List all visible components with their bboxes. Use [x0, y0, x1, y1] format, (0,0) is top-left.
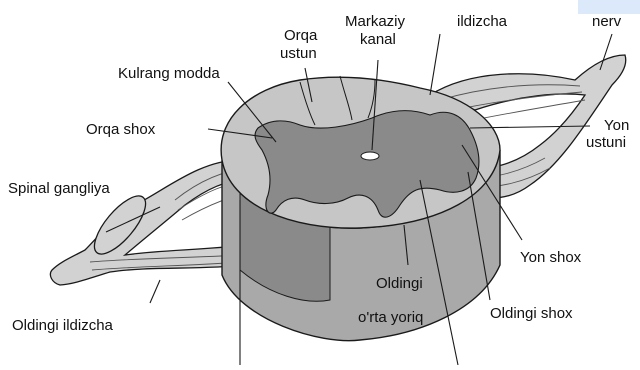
label-yon-shox: Yon shox	[520, 249, 582, 266]
label-kulrang-modda: Kulrang modda	[118, 65, 220, 82]
left-spinal-nerve	[50, 160, 245, 285]
label-ustun: ustun	[280, 45, 317, 62]
label-orta-yoriq: o'rta yoriq	[358, 309, 423, 326]
label-oldingi-ildizcha: Oldingi ildizcha	[12, 317, 114, 334]
label-nerv: nerv	[592, 13, 622, 30]
label-markaziy: Markaziy	[345, 13, 406, 30]
label-yon: Yon	[604, 117, 629, 134]
label-ildizcha: ildizcha	[457, 13, 508, 30]
label-spinal-gangliya: Spinal gangliya	[8, 180, 110, 197]
label-oldingi: Oldingi	[376, 275, 423, 292]
label-oldingi-shox: Oldingi shox	[490, 305, 573, 322]
label-orqa-shox: Orqa shox	[86, 121, 156, 138]
central-canal	[361, 152, 379, 160]
label-orqa: Orqa	[284, 27, 318, 44]
label-kanal: kanal	[360, 31, 396, 48]
corner-highlight	[578, 0, 640, 14]
label-yon-ustuni: ustuni	[586, 134, 626, 151]
